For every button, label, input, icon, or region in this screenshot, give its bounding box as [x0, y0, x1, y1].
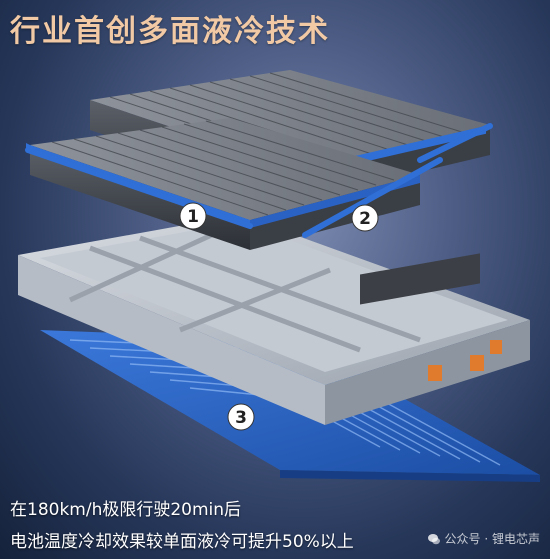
watermark-text: 公众号 · 锂电芯声	[444, 532, 540, 546]
side-cooling-rails	[25, 123, 493, 238]
marker-1-label: 1	[187, 207, 199, 227]
watermark: 公众号 · 锂电芯声	[427, 530, 540, 547]
marker-2-label: 2	[359, 209, 371, 229]
caption-line-1: 在180km/h极限行驶20min后	[10, 500, 242, 520]
caption-line-2: 电池温度冷却效果较单面液冷可提升50%以上	[10, 532, 354, 552]
marker-3-label: 3	[235, 408, 247, 428]
headline: 行业首创多面液冷技术	[10, 14, 330, 49]
battery-tray	[18, 215, 530, 425]
marker-1: 1	[179, 202, 207, 230]
marker-2: 2	[351, 204, 379, 232]
wechat-icon	[427, 533, 440, 544]
marker-3: 3	[227, 403, 255, 431]
